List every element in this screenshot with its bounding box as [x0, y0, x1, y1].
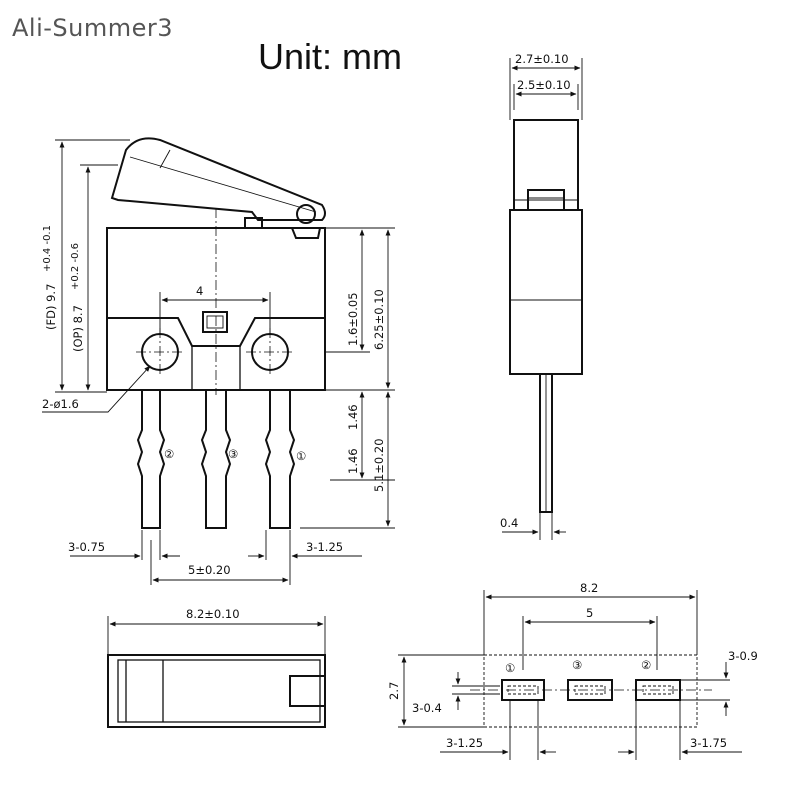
dim-op: (OP) 8.7: [71, 305, 85, 352]
dim-5-1: 5.1±0.20: [372, 438, 386, 492]
dim-footprint-0-9: 3-0.9: [728, 649, 758, 663]
bottom-view: 8.2±0.10: [107, 607, 326, 728]
dim-bottom-8-2: 8.2±0.10: [186, 607, 240, 621]
pcb-footprint: 8.2 5 ① ③ ② 3-0.9 2.7: [387, 581, 758, 760]
dim-footprint-1-75: 3-1.75: [690, 736, 727, 750]
dim-1-6: 1.6±0.05: [346, 292, 360, 346]
lever-hinge: [244, 217, 263, 228]
lever-arm: [110, 137, 326, 221]
dim-side-0-4: 0.4: [500, 516, 518, 530]
pad-label-3: ③: [572, 658, 582, 672]
body-inner-line: [107, 317, 325, 347]
pad-label-1: ①: [505, 661, 515, 675]
dim-pin-pitch-5: 5±0.20: [188, 563, 231, 577]
pin-middle: [200, 390, 232, 529]
dim-footprint-2-7: 2.7: [387, 682, 401, 700]
dim-footprint-8-2: 8.2: [580, 581, 598, 595]
pin-right: [264, 390, 296, 529]
dim-side-2-5: 2.5±0.10: [517, 78, 571, 92]
dim-pin-width-125: 3-1.25: [306, 540, 343, 554]
pin-label-2: ②: [164, 447, 174, 461]
pin-left: [136, 390, 166, 529]
pad-label-2: ②: [641, 658, 651, 672]
dim-1-46-b: 1.46: [346, 448, 360, 474]
bottom-body: [107, 654, 326, 728]
dim-footprint-0-4: 3-0.4: [412, 701, 442, 715]
dim-side-2-7: 2.7±0.10: [515, 52, 569, 66]
bottom-actuator: [289, 675, 326, 707]
unit-label: Unit: mm: [258, 36, 402, 77]
dim-footprint-1-25: 3-1.25: [446, 736, 483, 750]
dim-pin-width-075: 3-0.75: [68, 540, 105, 554]
dim-fd: (FD) 9.7: [44, 284, 58, 330]
dim-fd-tol: +0.4 -0.1: [42, 225, 53, 272]
dim-footprint-5: 5: [586, 606, 593, 620]
side-lever: [513, 119, 579, 211]
dim-1-46-a: 1.46: [346, 404, 360, 430]
side-body: [509, 209, 583, 375]
pin-label-1: ①: [296, 449, 306, 463]
watermark-text: Ali-Summer3: [12, 14, 174, 42]
dim-pin-spacing: 4: [196, 284, 203, 298]
actuator-button: [202, 311, 228, 333]
dim-op-tol: +0.2 -0.6: [70, 243, 81, 290]
dim-hole-diameter: 2-ø1.6: [42, 397, 79, 411]
footprint-outline: [483, 654, 698, 728]
pad-3: [567, 679, 613, 701]
front-view: ② ③ ① 4 (FD) 9.7 +0.4 -0.1 (OP) 8.7 +0.2…: [42, 137, 395, 585]
dim-6-25: 6.25±0.10: [372, 289, 386, 350]
lever-roller: [296, 204, 316, 224]
side-view: 2.7±0.10 2.5±0.10 0.4: [500, 52, 583, 540]
pad-2: [635, 679, 681, 701]
pin-label-3: ③: [228, 447, 238, 461]
pad-1: [501, 679, 545, 701]
